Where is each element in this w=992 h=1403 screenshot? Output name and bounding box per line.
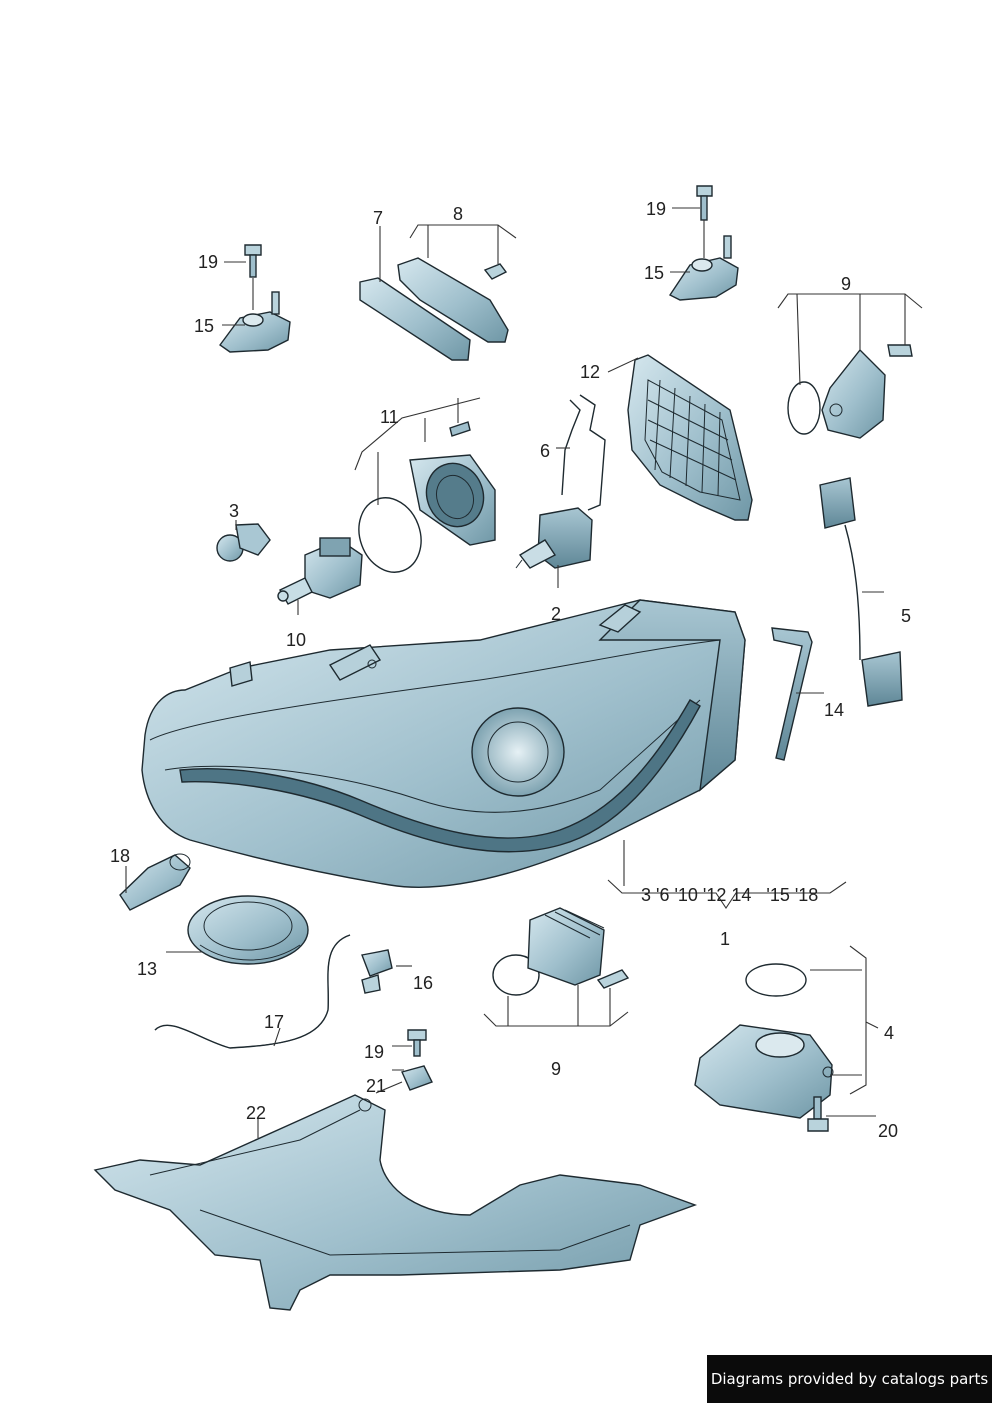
callout-10: 10 [286,630,306,650]
callout-2: 2 [551,604,561,624]
part-16-hose-fitting [361,949,393,994]
part-7-trim-strip [359,277,471,361]
credit-text: Diagrams provided by catalogs parts [710,1370,989,1388]
callout-20: 20 [878,1121,898,1141]
callout-11: 11 [380,407,399,427]
callout-22: 22 [246,1103,266,1123]
callout-15-right: 15 [644,263,664,283]
part-13-cover-cap [187,895,309,965]
part-12-rear-cover [627,354,753,521]
part-2-bulb-unit [515,507,593,569]
part-11-ring-and-flange [358,421,496,573]
part-19-screw-bottom [407,1029,427,1057]
part-5-wiring-harness [819,477,903,707]
callout-21: 21 [366,1076,386,1096]
callout-19-right: 19 [646,199,666,219]
part-9-ballast-bottom [492,907,630,996]
callout-18: 18 [110,846,130,866]
callout-17: 17 [264,1012,284,1032]
part-21-clip-nut [401,1065,433,1091]
callout-6: 6 [540,441,550,461]
headlamp-housing [141,599,746,888]
callout-14: 14 [824,700,844,720]
part-15-bracket-left [219,291,291,353]
callout-1: 1 [720,929,730,949]
callout-16: 16 [413,973,433,993]
part-19-screw-right [696,185,713,221]
leader-lines [125,207,923,1138]
callout-19-bottom: 19 [364,1042,384,1062]
part-6-spring-clip [561,394,606,511]
part-9-cap-top [787,344,913,439]
callout-8: 8 [453,204,463,224]
part-22-mounting-bracket [93,1094,698,1311]
callout-13: 13 [137,959,157,979]
part-18-bulb-socket [119,853,191,911]
callout-9-bottom: 9 [551,1059,561,1079]
part-17-vent-hose [154,934,351,1049]
callout-labels: 7 8 19 15 19 15 9 12 11 6 3 2 10 5 14 3 … [110,199,911,1141]
callout-4: 4 [884,1023,894,1043]
part-20-screw [807,1096,829,1132]
part-19-screw-left [244,244,262,278]
callout-19-left: 19 [198,252,218,272]
callout-12: 12 [580,362,600,382]
callout-7: 7 [373,208,383,228]
part-8-bracket [397,257,509,343]
part-3-ball-stud [216,523,271,562]
callout-1-list: 3 '6 '10 '12 14 '15 '18 [641,885,818,905]
callout-9-top: 9 [841,274,851,294]
callout-15-left: 15 [194,316,214,336]
part-14-seal-strip [771,627,813,761]
part-15-bracket-right [668,235,739,301]
part-4-control-unit [694,963,834,1119]
callout-3: 3 [229,501,239,521]
credit-banner: Diagrams provided by catalogs parts [707,1355,992,1403]
part-10-adjuster-motor [277,537,363,605]
callout-5: 5 [901,606,911,626]
